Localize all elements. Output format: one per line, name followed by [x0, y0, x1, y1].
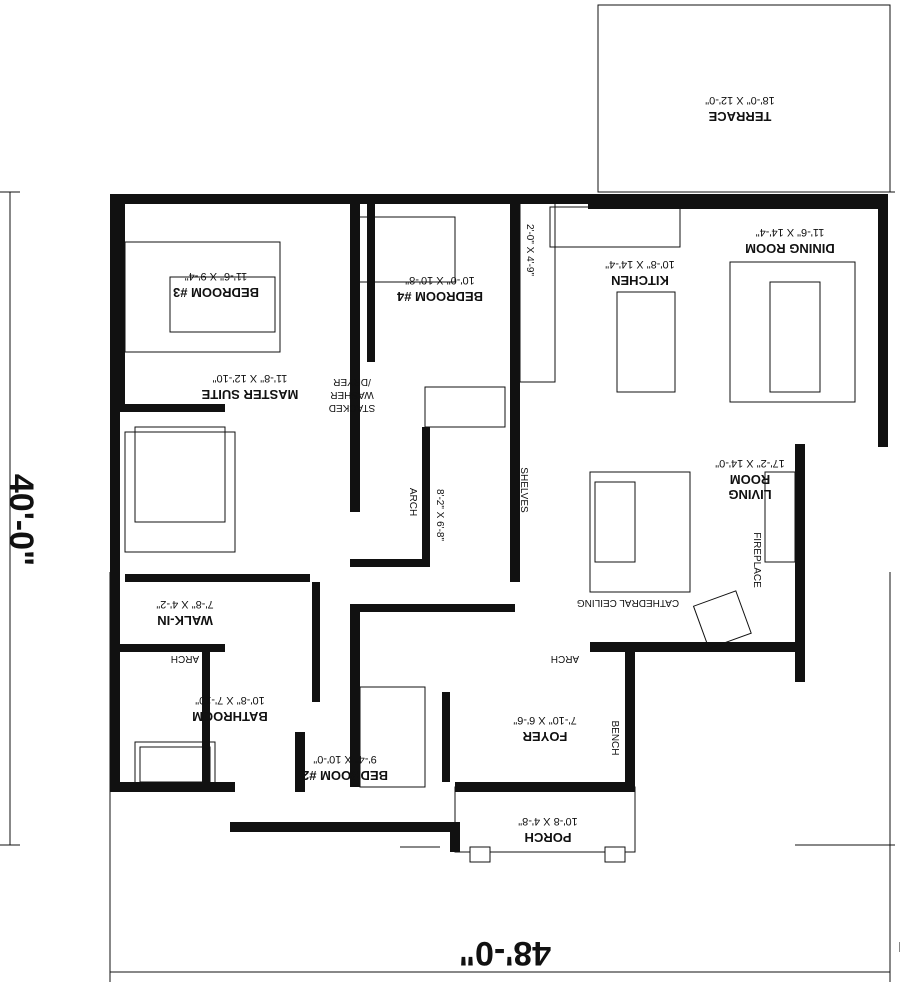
- porch-size: 10'-8 X 4'-8": [518, 815, 578, 827]
- plan-drawing: [0, 4, 900, 982]
- porch-name: PORCH: [525, 830, 572, 845]
- kitchen-name: KITCHEN: [611, 273, 669, 288]
- arch-living-label: ARCH: [551, 653, 579, 664]
- pantry-size: 2'-0" X 4'-9": [524, 224, 535, 277]
- living-size: 17'-2" X 14'-0": [715, 457, 785, 469]
- dining-label: DINING ROOM 11'-6" X 14'-4": [745, 226, 835, 256]
- master-label: MASTER SUITE 11'-8" X 12'-10": [201, 372, 298, 402]
- arch-vertical-label: ARCH: [407, 488, 418, 516]
- porch: [454, 786, 636, 863]
- bedroom2-size: 9'-4" X 10'-0": [313, 753, 376, 765]
- living-name-1: LIVING: [728, 487, 771, 502]
- bathroom-name: BATHROOM: [192, 709, 268, 724]
- bedroom2-label: BEDROOM #2 9'-4" X 10'-0": [302, 753, 388, 783]
- walkin-name: WALK-IN: [157, 613, 213, 628]
- terrace-size: 18'-0" X 12'-0": [705, 94, 775, 106]
- arch-walkin-label: ARCH: [171, 653, 199, 664]
- kitchen-size: 10'-8" X 14'-4": [605, 258, 675, 270]
- bench-label: BENCH: [609, 720, 620, 755]
- master-name: MASTER SUITE: [201, 387, 298, 402]
- stacked-line1: STACKED: [329, 402, 376, 413]
- stacked-line2: WASHER: [330, 389, 374, 400]
- master-size: 11'-8" X 12'-10": [213, 372, 288, 384]
- cathedral-label: CATHEDRAL CEILING: [577, 597, 679, 608]
- bedroom2-name: BEDROOM #2: [302, 768, 388, 783]
- bedroom4-size: 10'-0" X 10'-8": [405, 274, 475, 286]
- bathroom-label: BATHROOM 10'-8" X 7'-10": [192, 694, 268, 724]
- walkin-size: 7'-8" X 4'-2": [156, 598, 213, 610]
- foyer-label: FOYER 7'-10" X 6'-6": [513, 714, 576, 744]
- bedroom3-name: BEDROOM #3: [173, 285, 259, 300]
- foyer-size: 7'-10" X 6'-6": [513, 714, 576, 726]
- living-name-2: ROOM: [730, 472, 770, 487]
- shower-room-size: 8'-2" X 6'-8": [434, 489, 445, 542]
- bedroom3-size: 11'-6" X 9'-4": [185, 270, 248, 282]
- stacked-line3: /DRYER: [333, 376, 371, 387]
- dimension-lines: [0, 191, 900, 982]
- walkin-label: WALK-IN 7'-8" X 4'-2": [156, 598, 213, 628]
- dining-size: 11'-6" X 14'-4": [756, 226, 825, 238]
- foyer-name: FOYER: [522, 729, 567, 744]
- shelves-label: SHELVES: [518, 467, 529, 513]
- terrace-name: TERRACE: [708, 109, 771, 124]
- stacked-label: STACKED WASHER /DRYER: [329, 376, 376, 413]
- living-label: LIVING ROOM 17'-2" X 14'-0": [715, 457, 785, 502]
- porch-label: PORCH 10'-8 X 4'-8": [518, 815, 578, 845]
- windows: [112, 196, 884, 848]
- room-labels: TERRACE 18'-0" X 12'-0" DINING ROOM 11'-…: [2, 94, 835, 972]
- overall-width: 48'-0": [459, 934, 551, 972]
- bedroom4-label: BEDROOM #4 10'-0" X 10'-8": [396, 274, 483, 304]
- bedroom4-name: BEDROOM #4: [396, 289, 483, 304]
- overall-depth: 40'-0": [2, 474, 40, 566]
- dining-name: DINING ROOM: [745, 241, 835, 256]
- bedroom3-label: BEDROOM #3 11'-6" X 9'-4": [173, 270, 259, 300]
- terrace-label: TERRACE 18'-0" X 12'-0": [705, 94, 775, 124]
- terrace: [597, 4, 891, 193]
- fireplace-label: FIREPLACE: [751, 532, 762, 588]
- kitchen-label: KITCHEN 10'-8" X 14'-4": [605, 258, 675, 288]
- bathroom-size: 10'-8" X 7'-10": [195, 694, 265, 706]
